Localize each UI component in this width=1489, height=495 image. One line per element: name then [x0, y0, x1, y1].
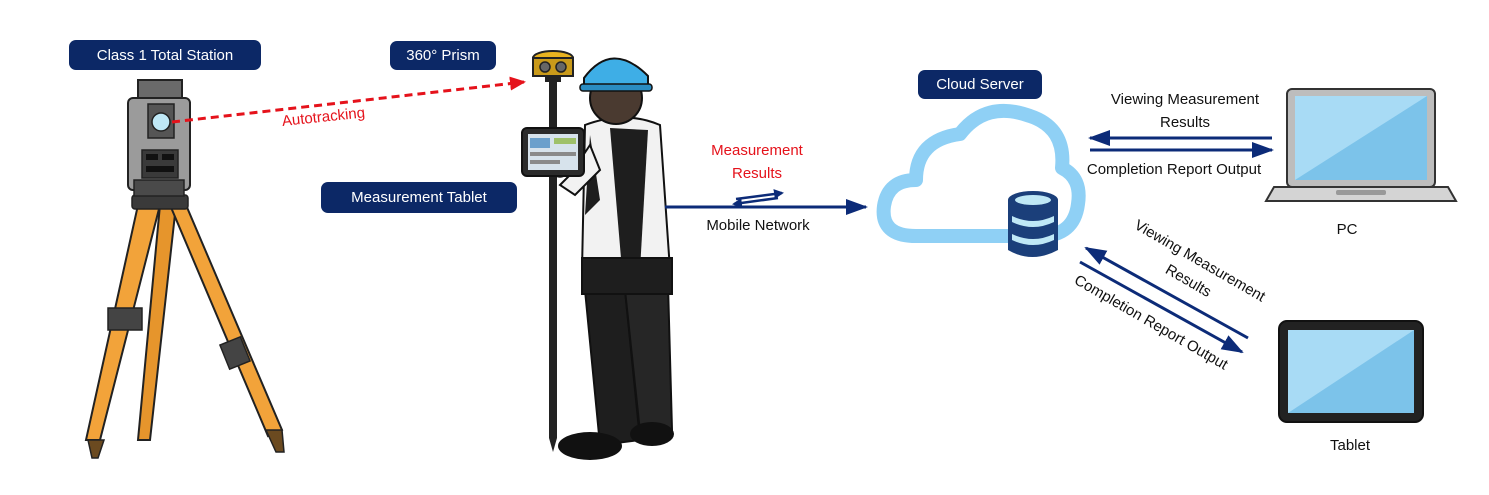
results-upload-arrow: [735, 189, 784, 201]
pc-viewing-line2: Results: [1159, 114, 1211, 131]
pc-completion-label: Completion Report Output: [1086, 161, 1262, 178]
tablet-device-icon: [1278, 320, 1424, 423]
total-station-illustration: [84, 79, 285, 459]
cloud-server-label: Cloud Server: [918, 70, 1042, 99]
prism-pole: [545, 68, 561, 452]
pc-viewing-line1: Viewing Measurement: [1110, 91, 1260, 108]
tripod: [84, 194, 285, 459]
laptop-icon: [1264, 88, 1458, 202]
prism-label: 360° Prism: [390, 41, 496, 70]
total-station-label: Class 1 Total Station: [69, 40, 261, 70]
prism-icon: [532, 50, 574, 77]
database-icon: [1008, 191, 1058, 257]
autotracking-arrow: [171, 76, 526, 124]
pc-device-label: PC: [1336, 221, 1358, 238]
measurement-tablet-label: Measurement Tablet: [321, 182, 517, 213]
tablet-completion-arrow: [1079, 260, 1244, 354]
pc-viewing-label: Viewing Measurement Results: [1080, 88, 1290, 134]
instrument-body: [127, 79, 191, 197]
cloud-icon: [876, 103, 1086, 243]
surveyor-illustration: [521, 50, 674, 460]
measurement-results-line2: Results: [731, 165, 783, 182]
tablet-viewing-arrow: [1084, 246, 1249, 340]
tablet-device-label: Tablet: [1329, 437, 1371, 454]
measurement-results-label: Measurement Results: [694, 139, 820, 185]
tablet-in-hand-icon: [521, 127, 585, 177]
measurement-results-line1: Measurement: [711, 142, 803, 159]
surveyor-body: [550, 57, 674, 460]
results-download-arrow: [732, 196, 779, 208]
mobile-network-label: Mobile Network: [706, 217, 810, 234]
